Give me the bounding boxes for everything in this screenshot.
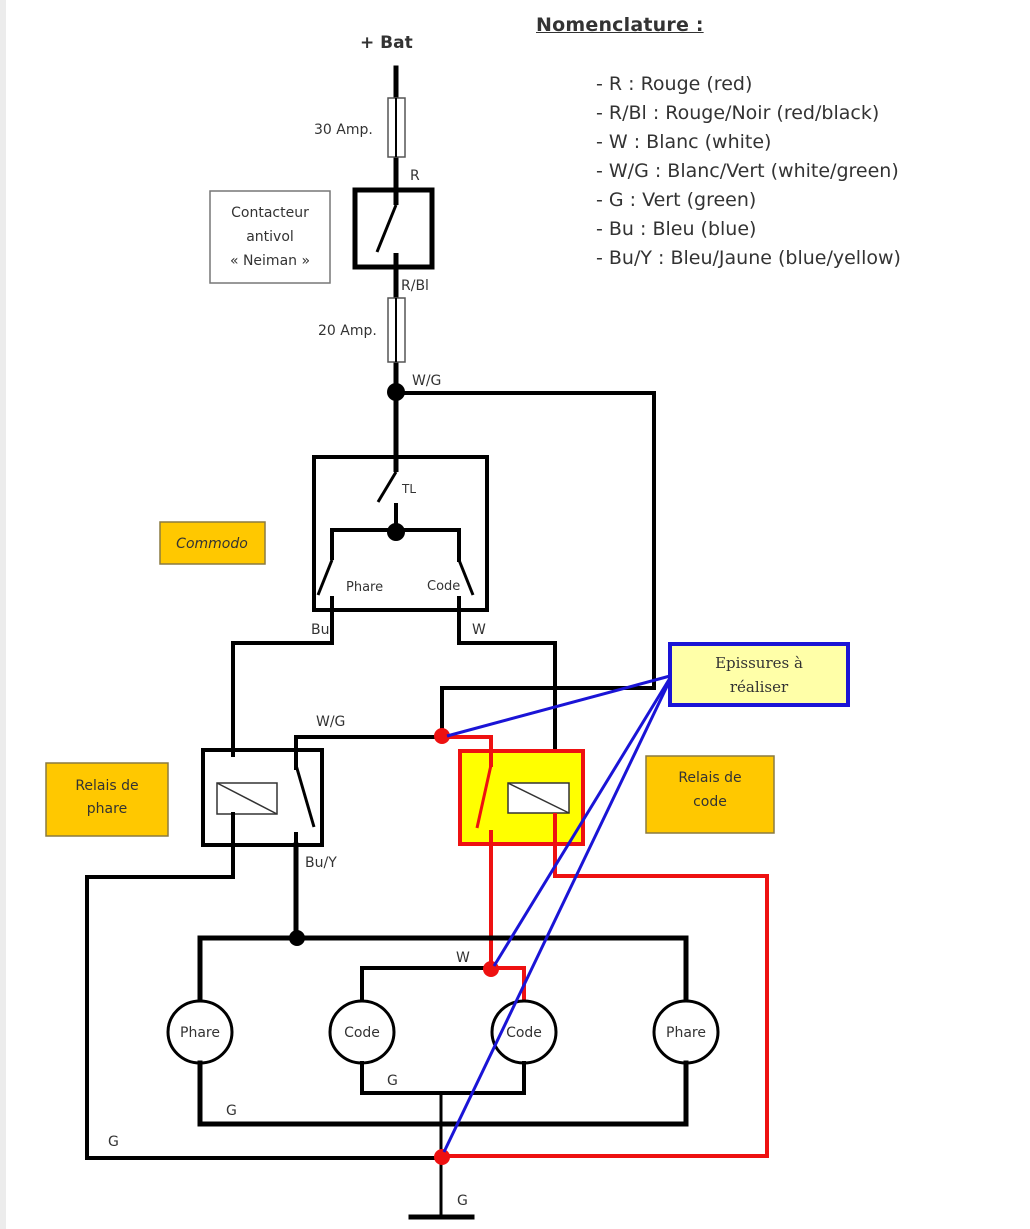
wire-label-wg-top: W/G (412, 373, 441, 389)
svg-text:« Neiman »: « Neiman » (230, 253, 310, 269)
nomenclature-item: - R/Bl : Rouge/Noir (red/black) (596, 102, 880, 124)
svg-text:phare: phare (87, 801, 127, 817)
fuse-20a-label: 20 Amp. (318, 323, 377, 339)
wire-label-w-commodo: W (472, 622, 486, 638)
svg-text:code: code (693, 794, 727, 810)
lamp-phare-right: Phare (652, 999, 720, 1065)
wire-wg-relay (294, 735, 444, 770)
nomenclature-item: - Bu/Y : Bleu/Jaune (blue/yellow) (596, 247, 901, 269)
svg-text:Relais de: Relais de (75, 778, 138, 794)
nomenclature-item: - G : Vert (green) (596, 189, 757, 211)
wire-red-code-lamp (491, 966, 526, 1002)
svg-text:Contacteur: Contacteur (231, 205, 309, 221)
svg-text:Relais de: Relais de (678, 770, 741, 786)
wire-label-r: R (410, 168, 420, 184)
svg-text:Commodo: Commodo (176, 536, 248, 552)
commodo-switch (312, 455, 489, 612)
fuse-30a-label: 30 Amp. (314, 122, 373, 138)
fuse-30a (387, 97, 406, 158)
wire-ground-outer (85, 812, 442, 1160)
switch-label-tl: TL (401, 482, 416, 496)
wire-code-bus (360, 966, 493, 1004)
splice-dot-ground (434, 1149, 450, 1165)
nomenclature-item: - W/G : Blanc/Vert (white/green) (596, 160, 899, 182)
wire-label-bu-y: Bu/Y (305, 855, 337, 871)
nomenclature-item: - R : Rouge (red) (596, 73, 753, 95)
wire-phare-bus (197, 935, 689, 1005)
relais-code (458, 749, 585, 846)
relais-phare-label-box: Relais de phare (45, 762, 169, 837)
svg-text:Code: Code (506, 1025, 542, 1041)
commodo-label-box: Commodo (159, 521, 266, 565)
nomenclature-item: - Bu : Bleu (blue) (596, 218, 757, 240)
epissures-label-box: Epissures à réaliser (668, 642, 850, 707)
wire-w-commodo (457, 596, 557, 785)
wire-label-bu: Bu (311, 622, 329, 638)
wire-label-g-outer: G (108, 1134, 119, 1150)
svg-text:antivol: antivol (246, 229, 294, 245)
wire-label-wg-relay: W/G (316, 714, 345, 730)
wire-ground-phare (197, 1060, 689, 1127)
svg-text:Phare: Phare (666, 1025, 706, 1041)
lamp-code-left: Code (328, 999, 396, 1065)
nomenclature-title: Nomenclature : (536, 14, 704, 36)
wire-red-ground (442, 813, 769, 1158)
svg-text:Phare: Phare (180, 1025, 220, 1041)
splice-dot-wg (434, 728, 450, 744)
svg-text:réaliser: réaliser (730, 678, 789, 696)
wire-ground-code (360, 1061, 526, 1095)
wire-wg-branch (394, 391, 656, 737)
svg-text:Code: Code (344, 1025, 380, 1041)
nomenclature-list: - R : Rouge (red) - R/Bl : Rouge/Noir (r… (596, 70, 1016, 273)
relais-code-label-box: Relais de code (645, 755, 775, 834)
wire-label-w-lamps: W (456, 950, 470, 966)
switch-label-phare: Phare (346, 580, 383, 595)
svg-text:Epissures à: Epissures à (715, 654, 803, 672)
wire-label-r-bl: R/Bl (401, 278, 429, 294)
neiman-switch (352, 187, 435, 270)
battery-label: + Bat (360, 33, 413, 53)
nomenclature: Nomenclature : - R : Rouge (red) - R/Bl … (536, 14, 901, 269)
page-left-edge (0, 0, 6, 1229)
wire-label-g-code: G (387, 1073, 398, 1089)
junction-dot-phare (289, 930, 305, 946)
switch-label-code: Code (427, 579, 460, 594)
wire-label-g-main: G (457, 1193, 468, 1209)
wire-label-g-phare: G (226, 1103, 237, 1119)
fuse-20a (387, 297, 406, 363)
wire-red-relay-in (442, 735, 493, 767)
annotation-arrows (442, 674, 672, 1153)
wire-bu (231, 596, 334, 757)
relais-phare (201, 748, 324, 847)
neiman-label-box: Contacteur antivol « Neiman » (209, 190, 331, 284)
nomenclature-item: - W : Blanc (white) (596, 131, 772, 153)
lamp-phare-left: Phare (166, 999, 234, 1065)
